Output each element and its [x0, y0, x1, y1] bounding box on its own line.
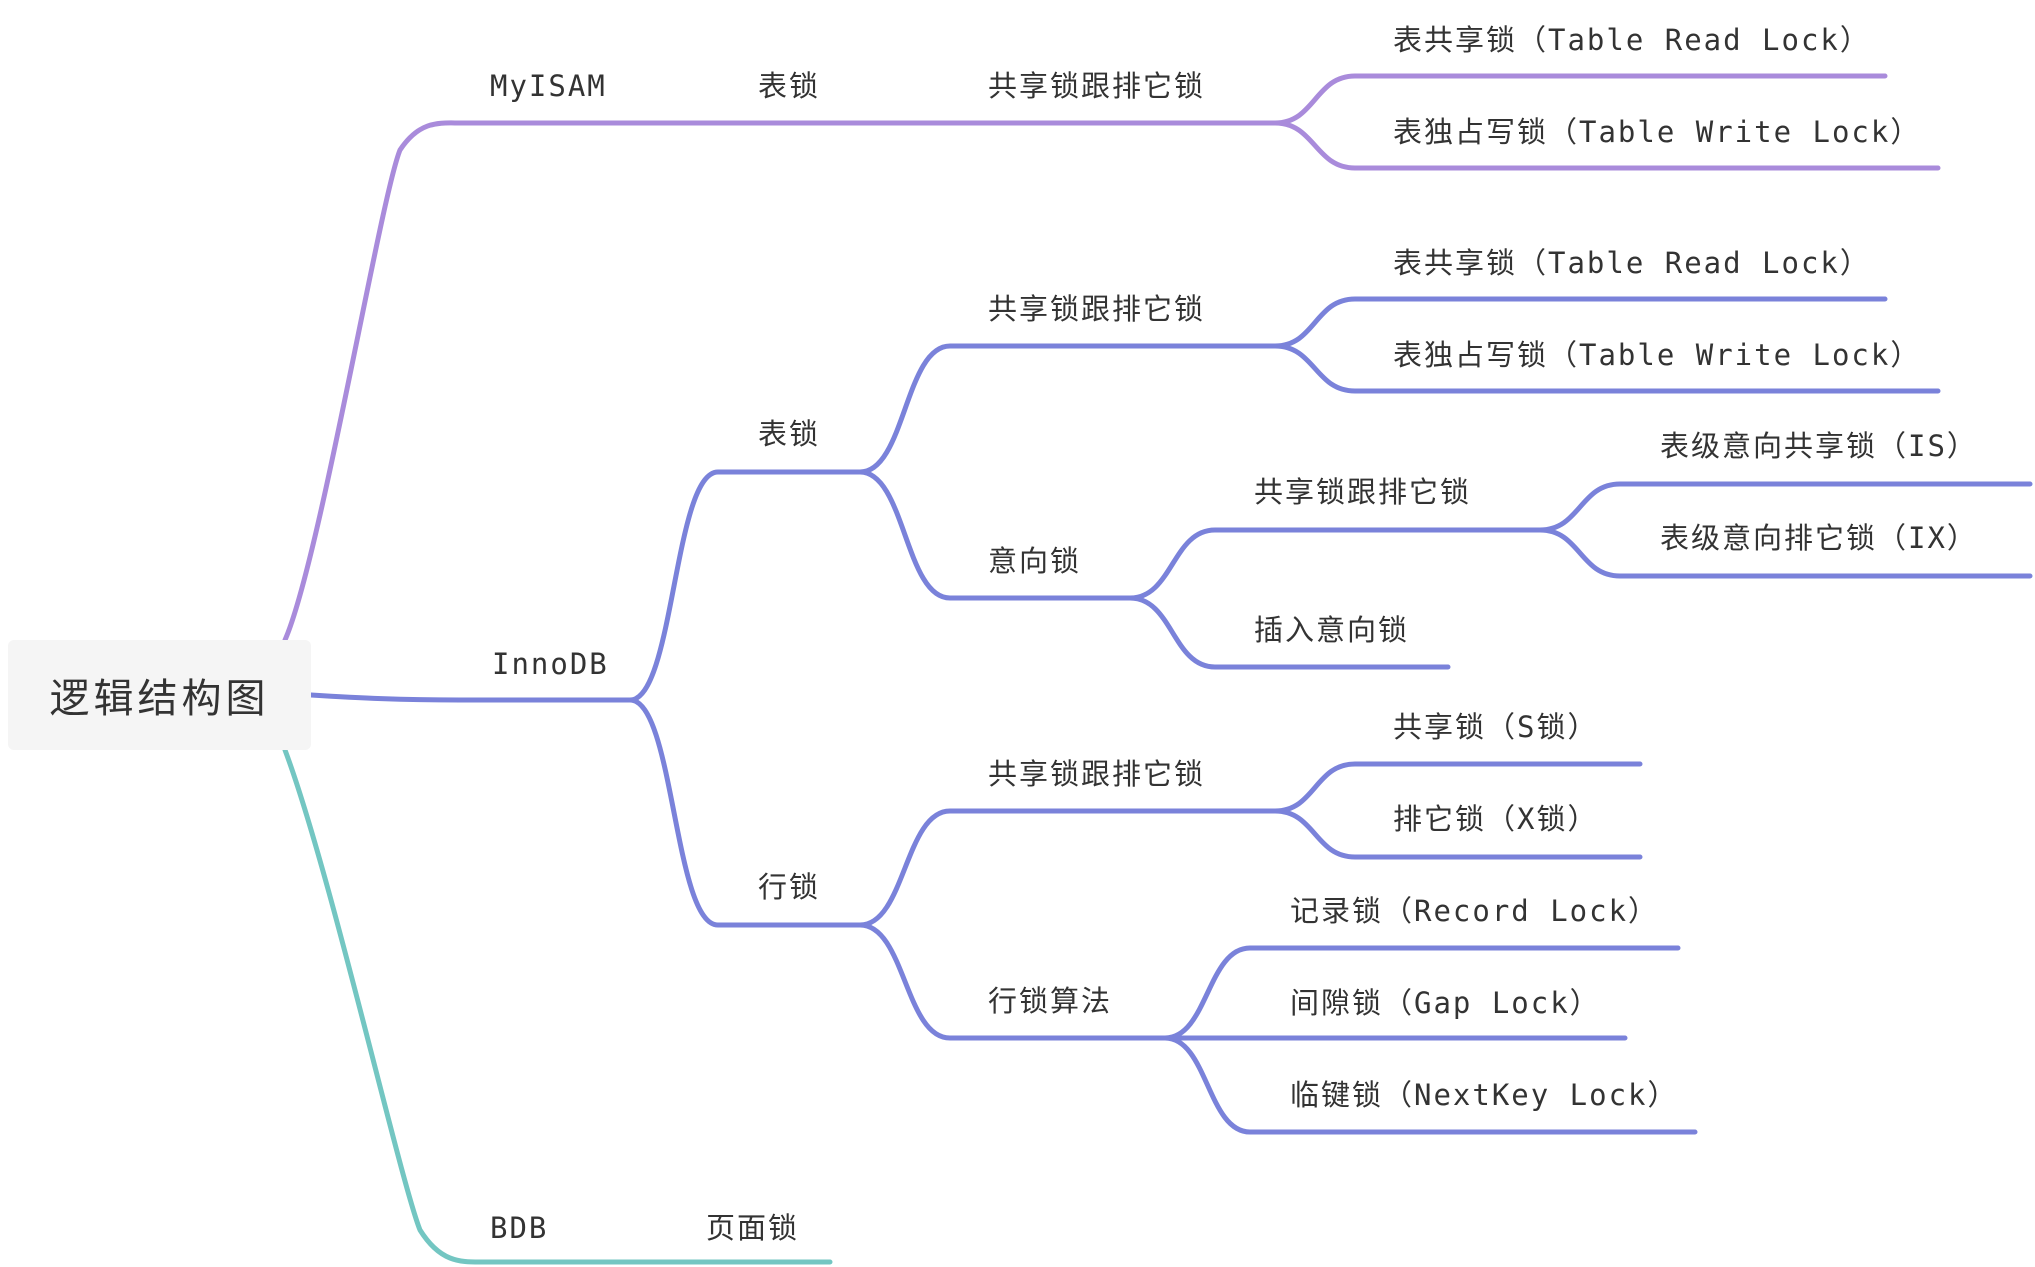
node-s-lock[interactable]: 共享锁（S锁） — [1393, 710, 1599, 744]
node-innodb-table-read-lock[interactable]: 表共享锁（Table Read Lock） — [1393, 246, 1871, 280]
link-row-alg — [857, 922, 1168, 1041]
node-myisam-table-lock[interactable]: 表锁 — [758, 69, 821, 103]
link-root-myisam — [282, 120, 1278, 643]
link-table-intention — [857, 469, 1133, 601]
link-table-shared — [857, 343, 1278, 475]
root-label: 逻辑结构图 — [49, 676, 270, 722]
link-intention-ix — [1537, 527, 2033, 579]
node-myisam-table-write-lock[interactable]: 表独占写锁（Table Write Lock） — [1393, 115, 1922, 149]
link-alg-nextkey — [1162, 1035, 1698, 1135]
node-innodb-row-lock[interactable]: 行锁 — [758, 870, 821, 904]
link-row-shared — [857, 808, 1278, 928]
node-x-lock[interactable]: 排它锁（X锁） — [1393, 802, 1599, 836]
node-bdb[interactable]: BDB — [490, 1211, 549, 1245]
node-next-key-lock[interactable]: 临键锁（NextKey Lock） — [1290, 1078, 1679, 1112]
node-intention-is[interactable]: 表级意向共享锁（IS） — [1660, 429, 1978, 463]
node-myisam-shared-exclusive[interactable]: 共享锁跟排它锁 — [988, 69, 1206, 103]
node-insert-intention[interactable]: 插入意向锁 — [1254, 613, 1410, 647]
node-record-lock[interactable]: 记录锁（Record Lock） — [1290, 894, 1660, 928]
link-root-bdb — [282, 747, 833, 1265]
node-bdb-page-lock[interactable]: 页面锁 — [706, 1211, 800, 1245]
node-intention-lock[interactable]: 意向锁 — [988, 544, 1082, 578]
node-innodb-table-write-lock[interactable]: 表独占写锁（Table Write Lock） — [1393, 338, 1922, 372]
node-innodb-table-shared-exclusive[interactable]: 共享锁跟排它锁 — [988, 292, 1206, 326]
node-intention-ix[interactable]: 表级意向排它锁（IX） — [1660, 521, 1978, 555]
link-innodb-table — [627, 469, 863, 703]
node-gap-lock[interactable]: 间隙锁（Gap Lock） — [1290, 986, 1601, 1020]
link-innodb-row — [627, 697, 863, 928]
node-innodb-table-lock[interactable]: 表锁 — [758, 417, 821, 451]
node-row-algorithms[interactable]: 行锁算法 — [988, 984, 1113, 1018]
link-root-innodb — [308, 692, 633, 703]
node-intention-shared-exclusive[interactable]: 共享锁跟排它锁 — [1254, 475, 1472, 509]
link-row-s — [1272, 761, 1643, 814]
link-intention-insert — [1127, 595, 1451, 670]
link-intention-shared — [1127, 527, 1543, 601]
link-row-x — [1272, 808, 1643, 860]
link-table-write — [1272, 343, 1941, 394]
node-myisam-table-read-lock[interactable]: 表共享锁（Table Read Lock） — [1393, 23, 1871, 57]
link-myisam-write — [1272, 120, 1941, 171]
node-innodb[interactable]: InnoDB — [492, 647, 609, 681]
root-node[interactable]: 逻辑结构图 — [8, 640, 311, 750]
node-row-shared-exclusive[interactable]: 共享锁跟排它锁 — [988, 757, 1206, 791]
link-table-read — [1272, 296, 1888, 349]
link-myisam-read — [1272, 73, 1888, 126]
link-alg-record — [1162, 945, 1681, 1041]
node-myisam[interactable]: MyISAM — [490, 69, 607, 103]
link-intention-is — [1537, 481, 2033, 533]
